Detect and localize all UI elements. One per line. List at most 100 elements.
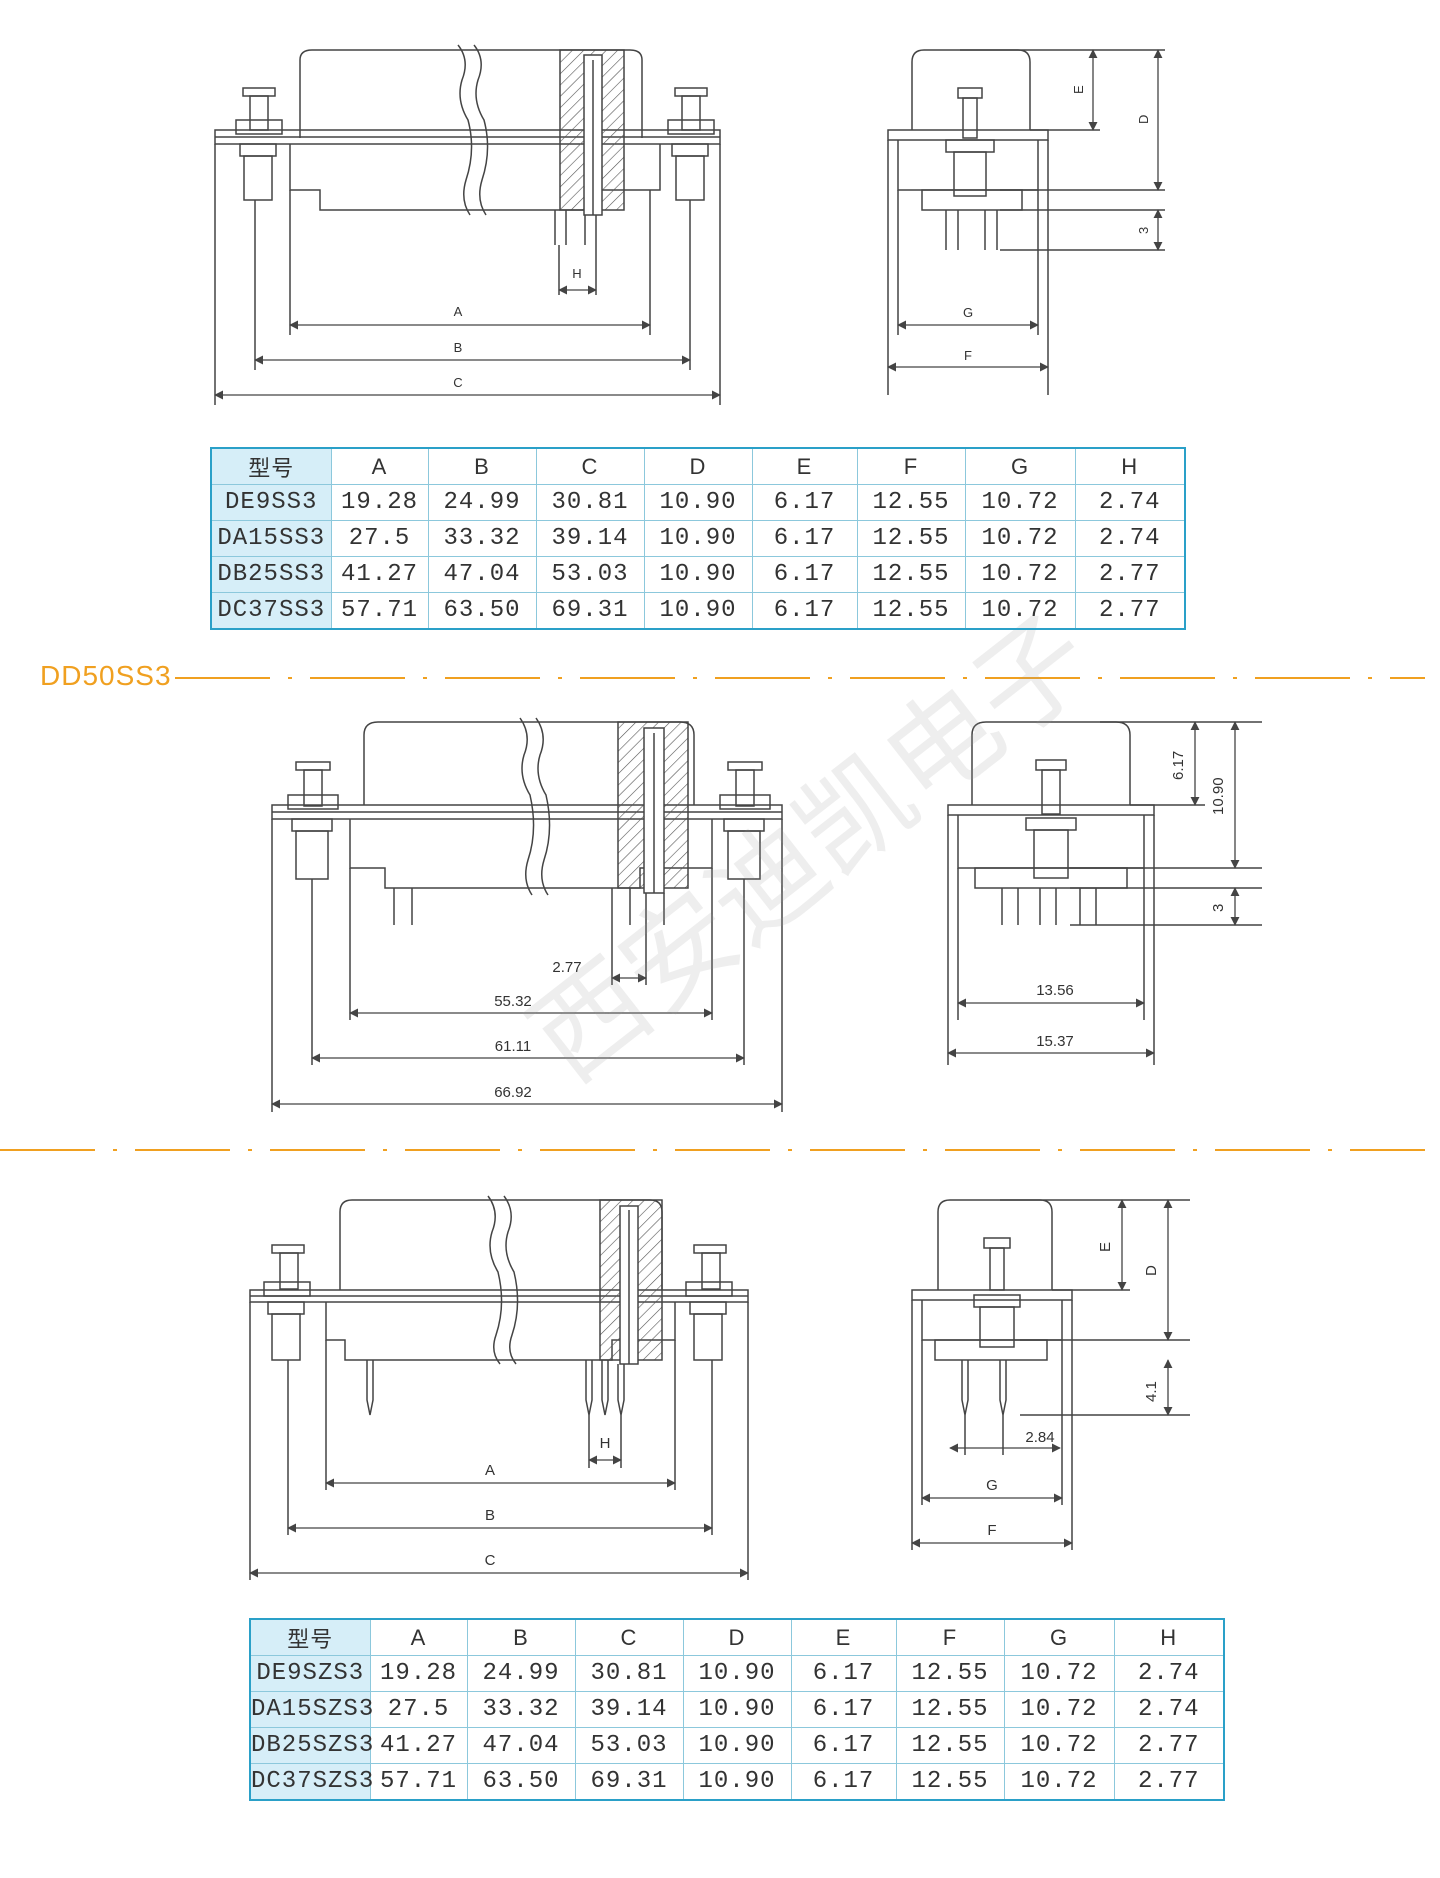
- section3-side-view: [911, 1199, 1190, 1550]
- value-cell: 39.14: [574, 1691, 684, 1728]
- dim-label-b: B: [485, 1507, 495, 1524]
- value-cell: 10.72: [1003, 1691, 1115, 1728]
- model-cell: DA15SS3: [210, 520, 332, 557]
- value-cell: 10.72: [1003, 1727, 1115, 1764]
- dimension-table-szs3: 型号 A B C D E F G H DE9SZS3 19.28 24.99 3…: [249, 1618, 1225, 1801]
- series-title: DD50SS3: [40, 660, 172, 691]
- dim-label-c: C: [453, 375, 462, 390]
- model-cell: DC37SS3: [210, 592, 332, 630]
- dim-label-a: A: [454, 304, 463, 319]
- header-model: 型号: [249, 1618, 371, 1656]
- pin-pitch-label: 2.84: [1025, 1429, 1054, 1446]
- table-header: 型号 A B C D E F G H: [210, 447, 1186, 485]
- value-cell: 57.71: [330, 592, 429, 630]
- dim-label-d: D: [1143, 1265, 1160, 1276]
- header-c: C: [574, 1618, 684, 1656]
- dd50-b-label: 61.11: [495, 1038, 531, 1055]
- value-cell: 2.74: [1113, 1691, 1225, 1728]
- header-h: H: [1074, 447, 1186, 485]
- dd50-d-label: 10.90: [1210, 777, 1227, 815]
- value-cell: 6.17: [790, 1691, 897, 1728]
- value-cell: 12.55: [895, 1655, 1005, 1692]
- dim-label-a: A: [485, 1462, 495, 1479]
- value-cell: 6.17: [790, 1763, 897, 1801]
- table-row: DA15SZS3 27.5 33.32 39.14 10.90 6.17 12.…: [249, 1691, 1225, 1728]
- value-cell: 27.5: [330, 520, 429, 557]
- section1-side-dimensions: [887, 49, 1163, 372]
- section2-side-view: [947, 721, 1262, 1065]
- section2-front-view: [271, 717, 783, 1112]
- section2-front-dimensions: [271, 973, 783, 1109]
- value-cell: 6.17: [751, 520, 858, 557]
- value-cell: 10.90: [682, 1727, 792, 1764]
- dim-label-e: E: [1071, 85, 1086, 94]
- value-cell: 41.27: [330, 556, 429, 593]
- dd50-g-label: 13.56: [1036, 982, 1074, 999]
- value-cell: 30.81: [535, 484, 645, 521]
- value-cell: 2.74: [1074, 520, 1186, 557]
- value-cell: 24.99: [466, 1655, 576, 1692]
- table-header: 型号 A B C D E F G H: [249, 1618, 1225, 1656]
- value-cell: 12.55: [895, 1691, 1005, 1728]
- value-cell: 10.72: [964, 592, 1076, 630]
- shell-body: [299, 49, 643, 138]
- header-g: G: [1003, 1618, 1115, 1656]
- dd50-e-label: 6.17: [1170, 751, 1187, 780]
- value-cell: 10.90: [643, 556, 753, 593]
- model-cell: DB25SZS3: [249, 1727, 373, 1764]
- value-cell: 10.72: [964, 556, 1076, 593]
- value-cell: 6.17: [751, 592, 858, 630]
- header-f: F: [856, 447, 966, 485]
- value-cell: 39.14: [535, 520, 645, 557]
- value-cell: 47.04: [427, 556, 537, 593]
- dim-label-3: 3: [1136, 227, 1151, 234]
- value-cell: 12.55: [856, 484, 966, 521]
- value-cell: 19.28: [369, 1655, 468, 1692]
- value-cell: 6.17: [790, 1655, 897, 1692]
- value-cell: 2.77: [1113, 1727, 1225, 1764]
- value-cell: 24.99: [427, 484, 537, 521]
- section1-front-view: [214, 44, 721, 405]
- value-cell: 6.17: [751, 484, 858, 521]
- header-f: F: [895, 1618, 1005, 1656]
- section1-side-view: [887, 49, 1165, 395]
- value-cell: 10.72: [1003, 1655, 1115, 1692]
- value-cell: 12.55: [856, 520, 966, 557]
- value-cell: 10.72: [964, 484, 1076, 521]
- value-cell: 2.74: [1113, 1655, 1225, 1692]
- header-a: A: [369, 1618, 468, 1656]
- left-standoff: [235, 87, 283, 201]
- header-c: C: [535, 447, 645, 485]
- right-standoff: [667, 87, 715, 201]
- value-cell: 12.55: [856, 556, 966, 593]
- value-cell: 30.81: [574, 1655, 684, 1692]
- value-cell: 6.17: [790, 1727, 897, 1764]
- value-cell: 10.90: [682, 1655, 792, 1692]
- section3-front-view: [249, 1195, 749, 1580]
- break-line: [457, 44, 473, 216]
- value-cell: 47.04: [466, 1727, 576, 1764]
- dd50-pitch-label: 2.77: [552, 959, 581, 976]
- table-row: DE9SZS3 19.28 24.99 30.81 10.90 6.17 12.…: [249, 1655, 1225, 1692]
- value-cell: 10.90: [643, 592, 753, 630]
- table-row: DA15SS3 27.5 33.32 39.14 10.90 6.17 12.5…: [210, 520, 1186, 557]
- value-cell: 2.74: [1074, 484, 1186, 521]
- value-cell: 12.55: [895, 1763, 1005, 1801]
- table-row: DB25SZS3 41.27 47.04 53.03 10.90 6.17 12…: [249, 1727, 1225, 1764]
- value-cell: 33.32: [466, 1691, 576, 1728]
- value-cell: 2.77: [1113, 1763, 1225, 1801]
- dim-label-h: H: [572, 266, 581, 281]
- pin-length-label: 4.1: [1143, 1381, 1160, 1402]
- value-cell: 10.90: [643, 484, 753, 521]
- model-cell: DA15SZS3: [249, 1691, 373, 1728]
- header-h: H: [1113, 1618, 1225, 1656]
- dim-label-h: H: [600, 1435, 611, 1452]
- value-cell: 53.03: [574, 1727, 684, 1764]
- dim-label-c: C: [485, 1552, 496, 1569]
- dim-label-b: B: [454, 340, 463, 355]
- model-cell: DC37SZS3: [249, 1763, 373, 1801]
- section3-front-dimensions: [249, 1455, 749, 1578]
- dim-label-e: E: [1097, 1242, 1114, 1252]
- value-cell: 69.31: [574, 1763, 684, 1801]
